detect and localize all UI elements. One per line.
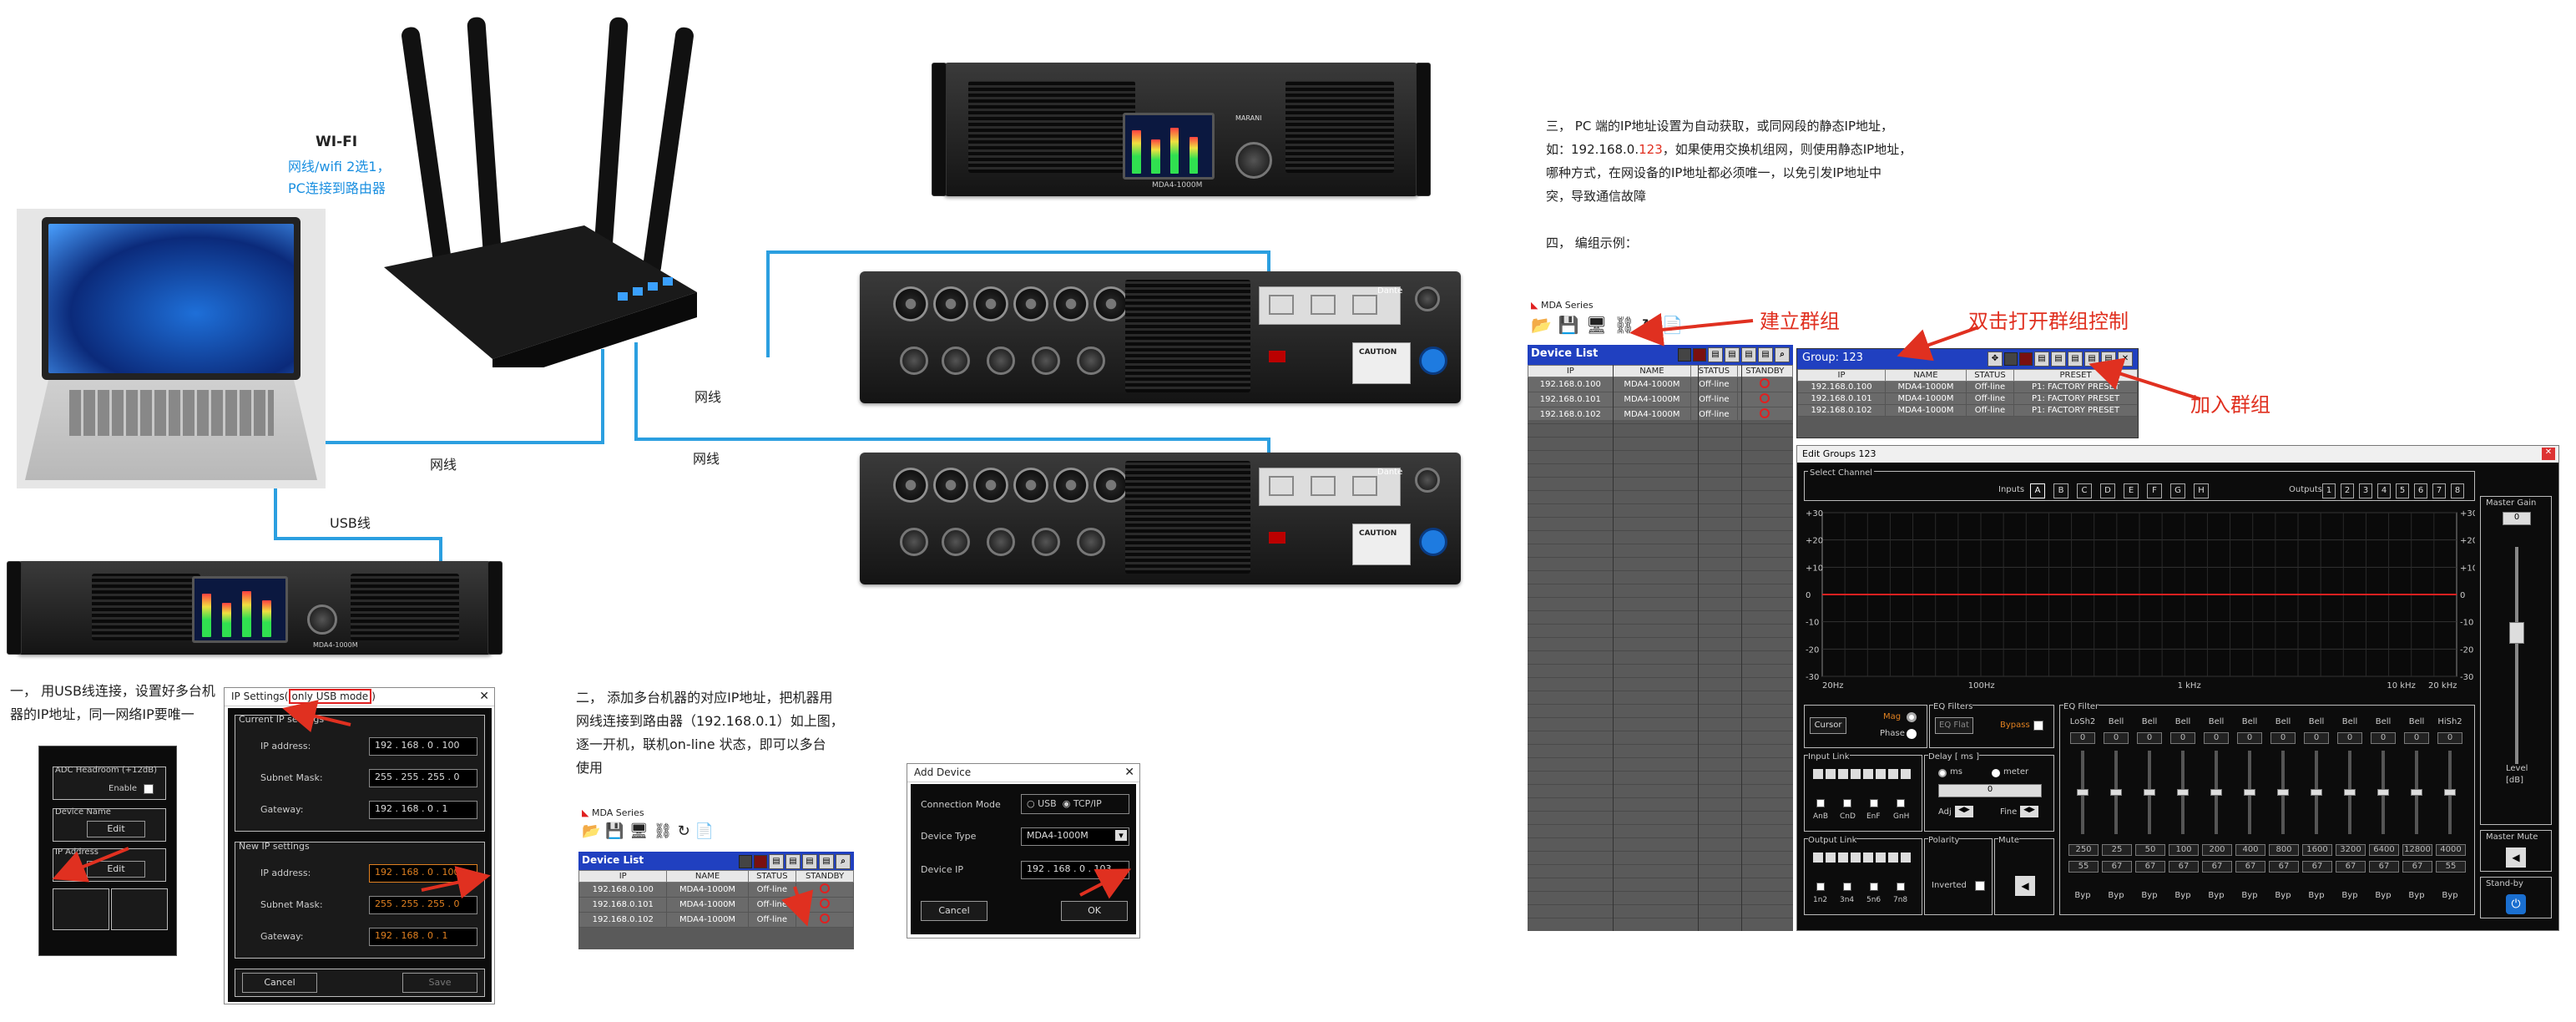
arrow-ip-edit — [58, 848, 129, 877]
arrow-device-ip — [1080, 872, 1125, 895]
arrow-usb-mode — [289, 710, 351, 725]
arrow-standby — [795, 887, 806, 920]
arrow-new-ip — [422, 877, 484, 890]
arrow-open-group — [1903, 327, 1978, 354]
arrow-create-group — [1636, 321, 1753, 332]
arrow-add-to-group — [2095, 366, 2200, 399]
